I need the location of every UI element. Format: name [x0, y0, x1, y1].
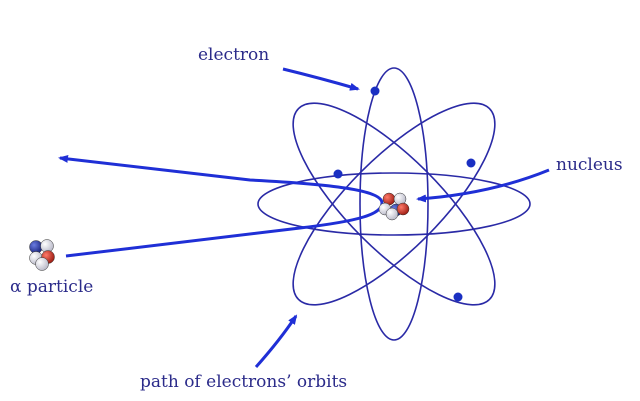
electron-pointer-arrow: [282, 67, 360, 91]
electron-left: [333, 169, 343, 179]
electron-top: [370, 86, 380, 96]
orbit-diagonal-a: [292, 102, 496, 306]
nucleus-pointer-arrow: [416, 168, 550, 203]
orbit-diagonal-b: [292, 102, 496, 306]
alpha-particle-icon: [29, 239, 55, 271]
electrons: [333, 86, 476, 302]
orbit-path-pointer-arrow: [254, 314, 298, 368]
orbits: [257, 67, 531, 341]
orbits-path-label: path of electrons’ orbits: [140, 372, 348, 392]
alpha-trajectory: [58, 154, 384, 258]
orbit-vertical: [359, 67, 429, 341]
electron-bottom: [453, 292, 463, 302]
electron-right: [466, 158, 476, 168]
nucleus-icon: [378, 192, 410, 221]
electron-label: electron: [198, 45, 270, 65]
nucleus-label: nucleus: [556, 155, 623, 175]
alpha-particle-label: α particle: [10, 277, 94, 297]
orbit-horizontal: [257, 172, 531, 236]
